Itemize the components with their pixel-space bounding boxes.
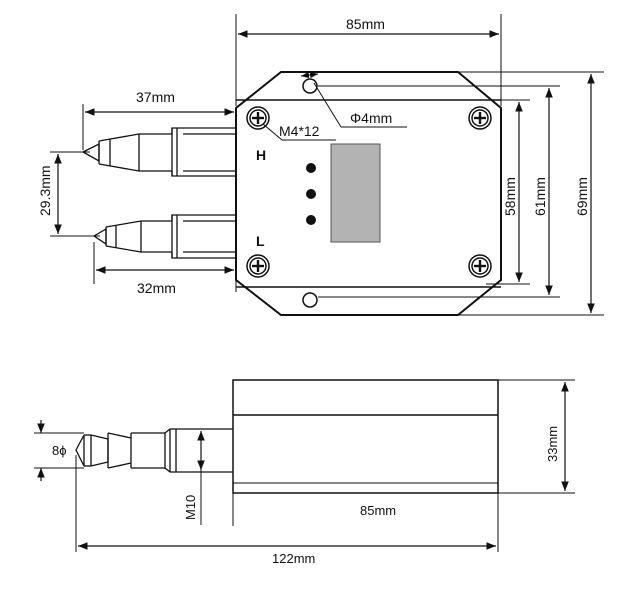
dimension-height-69: 69mm <box>458 71 604 316</box>
hose-barb-low <box>92 214 236 259</box>
hole-diameter-label: Φ4mm <box>350 110 392 126</box>
total-length-label: 122mm <box>272 551 315 566</box>
thread-label: M10 <box>183 495 198 520</box>
dimension-thread: M10 <box>183 431 205 525</box>
dimension-body-height: 33mm <box>498 379 575 494</box>
dimension-total-length: 122mm <box>75 455 496 566</box>
screw-icon-bottom-right <box>468 254 492 278</box>
led-indicator-1 <box>306 163 316 173</box>
port-low-offset-label: 32mm <box>137 280 176 296</box>
barb-diameter-label: 8ϕ <box>52 443 67 458</box>
led-indicator-2 <box>306 189 316 199</box>
top-view: H L <box>37 14 604 316</box>
port-offset-label: 37mm <box>136 89 175 105</box>
port-high-label: H <box>256 147 266 163</box>
mounting-hole-top <box>302 78 318 94</box>
mounting-hole-bottom <box>302 292 318 308</box>
height-58-label: 58mm <box>502 177 518 216</box>
body-width-label: 85mm <box>360 503 396 518</box>
port-low-label: L <box>256 233 265 249</box>
hole-diameter-callout: Φ4mm <box>300 71 407 128</box>
port-spacing-label: 29.3mm <box>37 165 53 216</box>
screw-icon-top-left <box>246 106 270 130</box>
screw-icon-top-right <box>468 106 492 130</box>
screw-size-callout: M4*12 <box>262 123 336 141</box>
dimension-height-61: 61mm <box>318 85 560 298</box>
screw-icon-bottom-left <box>246 254 270 278</box>
screw-size-label: M4*12 <box>279 123 320 139</box>
dimension-port-low-offset: 32mm <box>93 242 237 296</box>
dimension-port-offset: 37mm <box>82 89 234 150</box>
body-height-label: 33mm <box>545 426 560 462</box>
display-window <box>330 143 381 243</box>
dimension-height-58: 58mm <box>486 99 530 285</box>
hose-barb-high <box>81 127 236 177</box>
height-69-label: 69mm <box>574 177 590 216</box>
height-61-label: 61mm <box>532 177 548 216</box>
dimension-body-width: 85mm <box>232 493 499 552</box>
led-indicator-3 <box>306 215 316 225</box>
side-body <box>232 379 499 494</box>
side-fitting <box>75 428 233 473</box>
side-view: 8ϕ M10 33mm 85mm 122mm <box>34 379 575 566</box>
dimension-width-top: 85mm <box>235 14 502 106</box>
width-label: 85mm <box>346 16 385 32</box>
dimension-port-spacing: 29.3mm <box>37 151 100 237</box>
